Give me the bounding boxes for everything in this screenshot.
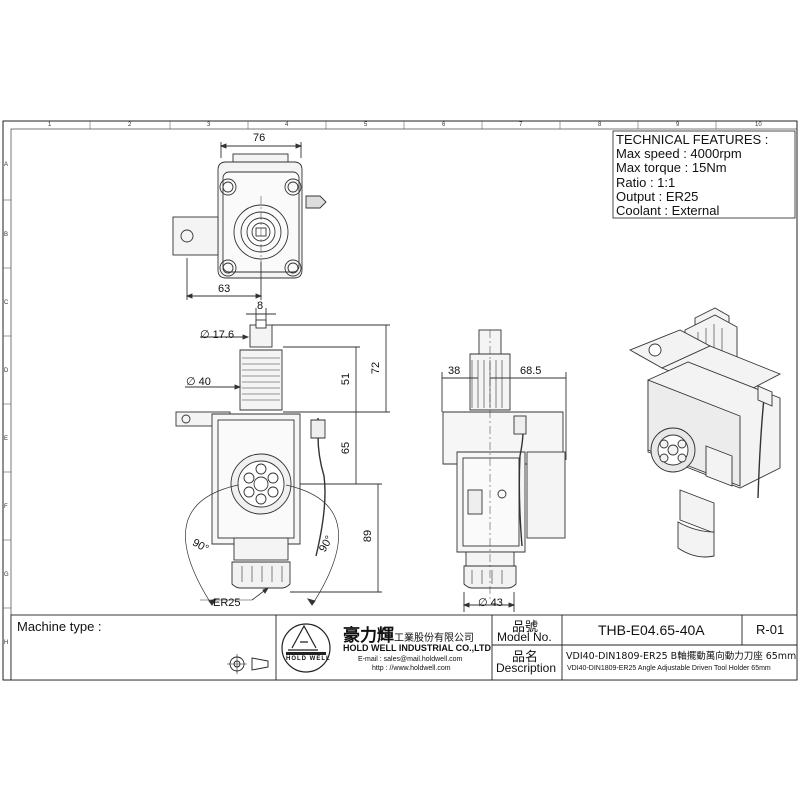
tech-output: Output : ER25 bbox=[616, 188, 699, 204]
company-name-en: HOLD WELL INDUSTRIAL CO.,LTD bbox=[343, 643, 491, 653]
description-en: VDI40-DIN1809-ER25 Angle Adjustable Driv… bbox=[567, 665, 771, 672]
grid-col-5: 5 bbox=[364, 122, 368, 128]
logo-text: HOLD WELL bbox=[286, 656, 331, 662]
dim-76: 76 bbox=[253, 132, 266, 144]
dim-68-5: 68.5 bbox=[520, 365, 542, 377]
desc-label-cn: 品名 bbox=[512, 650, 539, 665]
company-website: http : //www.holdwell.com bbox=[372, 665, 451, 672]
dim-dia-40-value: 40 bbox=[198, 376, 211, 388]
grid-col-7: 7 bbox=[519, 122, 523, 128]
grid-col-2: 2 bbox=[128, 122, 132, 128]
dim-dia-17-6: ∅ 17.6 bbox=[200, 328, 234, 341]
dim-63: 63 bbox=[218, 283, 231, 295]
dia-symbol: ∅ bbox=[186, 376, 196, 388]
grid-row-d: D bbox=[4, 368, 9, 374]
dim-dia-43-value: 43 bbox=[490, 597, 503, 609]
dim-8: 8 bbox=[257, 300, 264, 312]
technical-features: TECHNICAL FEATURES : Max speed : 4000rpm… bbox=[616, 132, 786, 219]
dim-72: 72 bbox=[370, 361, 383, 375]
top-view bbox=[172, 142, 327, 300]
grid-col-6: 6 bbox=[442, 122, 446, 128]
grid-col-4: 4 bbox=[285, 122, 289, 128]
model-label-cn: 品號 bbox=[512, 620, 539, 635]
dim-dia-17-6-value: 17.6 bbox=[212, 329, 235, 341]
company-cn-main: 豪力輝 bbox=[343, 626, 394, 646]
grid-col-3: 3 bbox=[207, 122, 211, 128]
grid-col-9: 9 bbox=[676, 122, 680, 128]
dim-65: 65 bbox=[340, 441, 353, 455]
front-view bbox=[175, 308, 390, 606]
tech-title: TECHNICAL FEATURES : bbox=[616, 132, 769, 147]
desc-label-en: Description bbox=[496, 661, 557, 675]
company-email: E-mail : sales@mail.holdwell.com bbox=[358, 656, 463, 663]
machine-type-label: Machine type : bbox=[17, 619, 102, 634]
side-view bbox=[441, 329, 567, 612]
isometric-view bbox=[628, 307, 782, 558]
dim-89: 89 bbox=[362, 529, 375, 543]
dia-symbol: ∅ bbox=[478, 597, 488, 609]
grid-row-h: H bbox=[4, 640, 9, 646]
tech-ratio: Ratio : 1:1 bbox=[616, 174, 676, 190]
model-number: THB-E04.65-40A bbox=[598, 622, 705, 638]
grid-row-c: C bbox=[4, 300, 9, 306]
grid-col-8: 8 bbox=[598, 122, 602, 128]
dia-symbol: ∅ bbox=[200, 329, 210, 341]
grid-row-g: G bbox=[4, 572, 9, 578]
grid-col-1: 1 bbox=[48, 122, 52, 128]
tech-max-speed: Max speed : 4000rpm bbox=[616, 146, 742, 162]
company-cn-suffix: 工業股份有限公司 bbox=[394, 633, 474, 644]
dim-51: 51 bbox=[340, 372, 353, 386]
grid-row-a: A bbox=[4, 162, 9, 168]
dim-dia-40: ∅ 40 bbox=[186, 375, 211, 388]
tech-coolant: Coolant : External bbox=[616, 203, 720, 219]
model-label-en: Model No. bbox=[497, 630, 552, 644]
title-block bbox=[10, 614, 798, 681]
grid-col-10: 10 bbox=[755, 122, 762, 128]
collet-er25: ER25 bbox=[213, 597, 241, 609]
revision: R-01 bbox=[756, 622, 785, 637]
dim-38: 38 bbox=[448, 365, 461, 377]
company-name-cn: 豪力輝工業股份有限公司 bbox=[343, 621, 474, 646]
tech-max-torque: Max torque : 15Nm bbox=[616, 160, 727, 176]
dim-dia-43: ∅ 43 bbox=[478, 596, 503, 609]
grid-row-b: B bbox=[4, 232, 9, 238]
grid-row-e: E bbox=[4, 436, 9, 442]
grid-row-f: F bbox=[4, 504, 8, 510]
tech-features-box bbox=[612, 130, 796, 219]
description-cn: VDI40-DIN1809-ER25 B軸擺動萬向動力刀座 65mm bbox=[566, 651, 797, 662]
